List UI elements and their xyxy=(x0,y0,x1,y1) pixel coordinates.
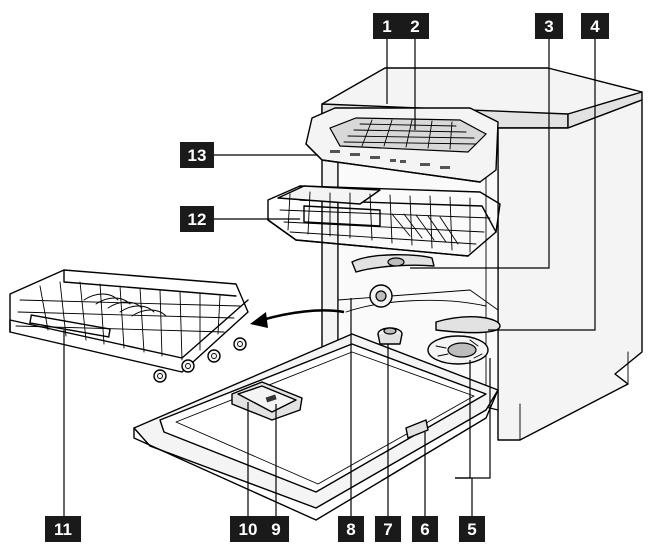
callout-7-label: 7 xyxy=(383,520,392,539)
callout-9-label: 9 xyxy=(271,520,280,539)
callout-8: 8 xyxy=(338,516,364,542)
lower-spray-arm xyxy=(427,316,501,365)
lower-basket xyxy=(9,269,249,383)
callout-6-label: 6 xyxy=(420,520,429,539)
salt-container-cap xyxy=(369,284,393,308)
callout-8-label: 8 xyxy=(346,520,355,539)
basket-wheels xyxy=(153,337,247,383)
upper-basket xyxy=(267,185,501,257)
callout-11: 11 xyxy=(45,516,81,542)
callout-11-label: 11 xyxy=(54,520,72,539)
callout-12-label: 12 xyxy=(188,210,207,229)
callout-2-label: 2 xyxy=(410,17,419,36)
leader-lines xyxy=(63,32,596,516)
control-panel xyxy=(305,107,499,183)
callout-5-label: 5 xyxy=(467,520,476,539)
filter xyxy=(377,327,403,345)
removal-arrow xyxy=(250,309,345,328)
callout-1-label: 1 xyxy=(382,17,391,36)
callout-3-label: 3 xyxy=(544,17,553,36)
callout-10: 10 xyxy=(230,516,266,542)
callout-3: 3 xyxy=(535,13,563,39)
door-latch xyxy=(405,419,429,439)
callout-1: 1 xyxy=(373,13,401,39)
door xyxy=(133,333,499,521)
callout-9: 9 xyxy=(263,516,289,542)
callout-5: 5 xyxy=(459,516,485,542)
callout-12: 12 xyxy=(180,206,214,232)
callout-13: 13 xyxy=(180,142,214,168)
callout-4: 4 xyxy=(581,13,609,39)
callout-10-label: 10 xyxy=(239,520,258,539)
callout-4-label: 4 xyxy=(590,17,600,36)
upper-spray-arm xyxy=(351,254,435,273)
callout-2: 2 xyxy=(401,13,429,39)
callout-7: 7 xyxy=(375,516,401,542)
callout-13-label: 13 xyxy=(188,146,207,165)
side-panel xyxy=(497,99,643,441)
callout-6: 6 xyxy=(412,516,438,542)
detergent-dispenser xyxy=(231,381,303,421)
